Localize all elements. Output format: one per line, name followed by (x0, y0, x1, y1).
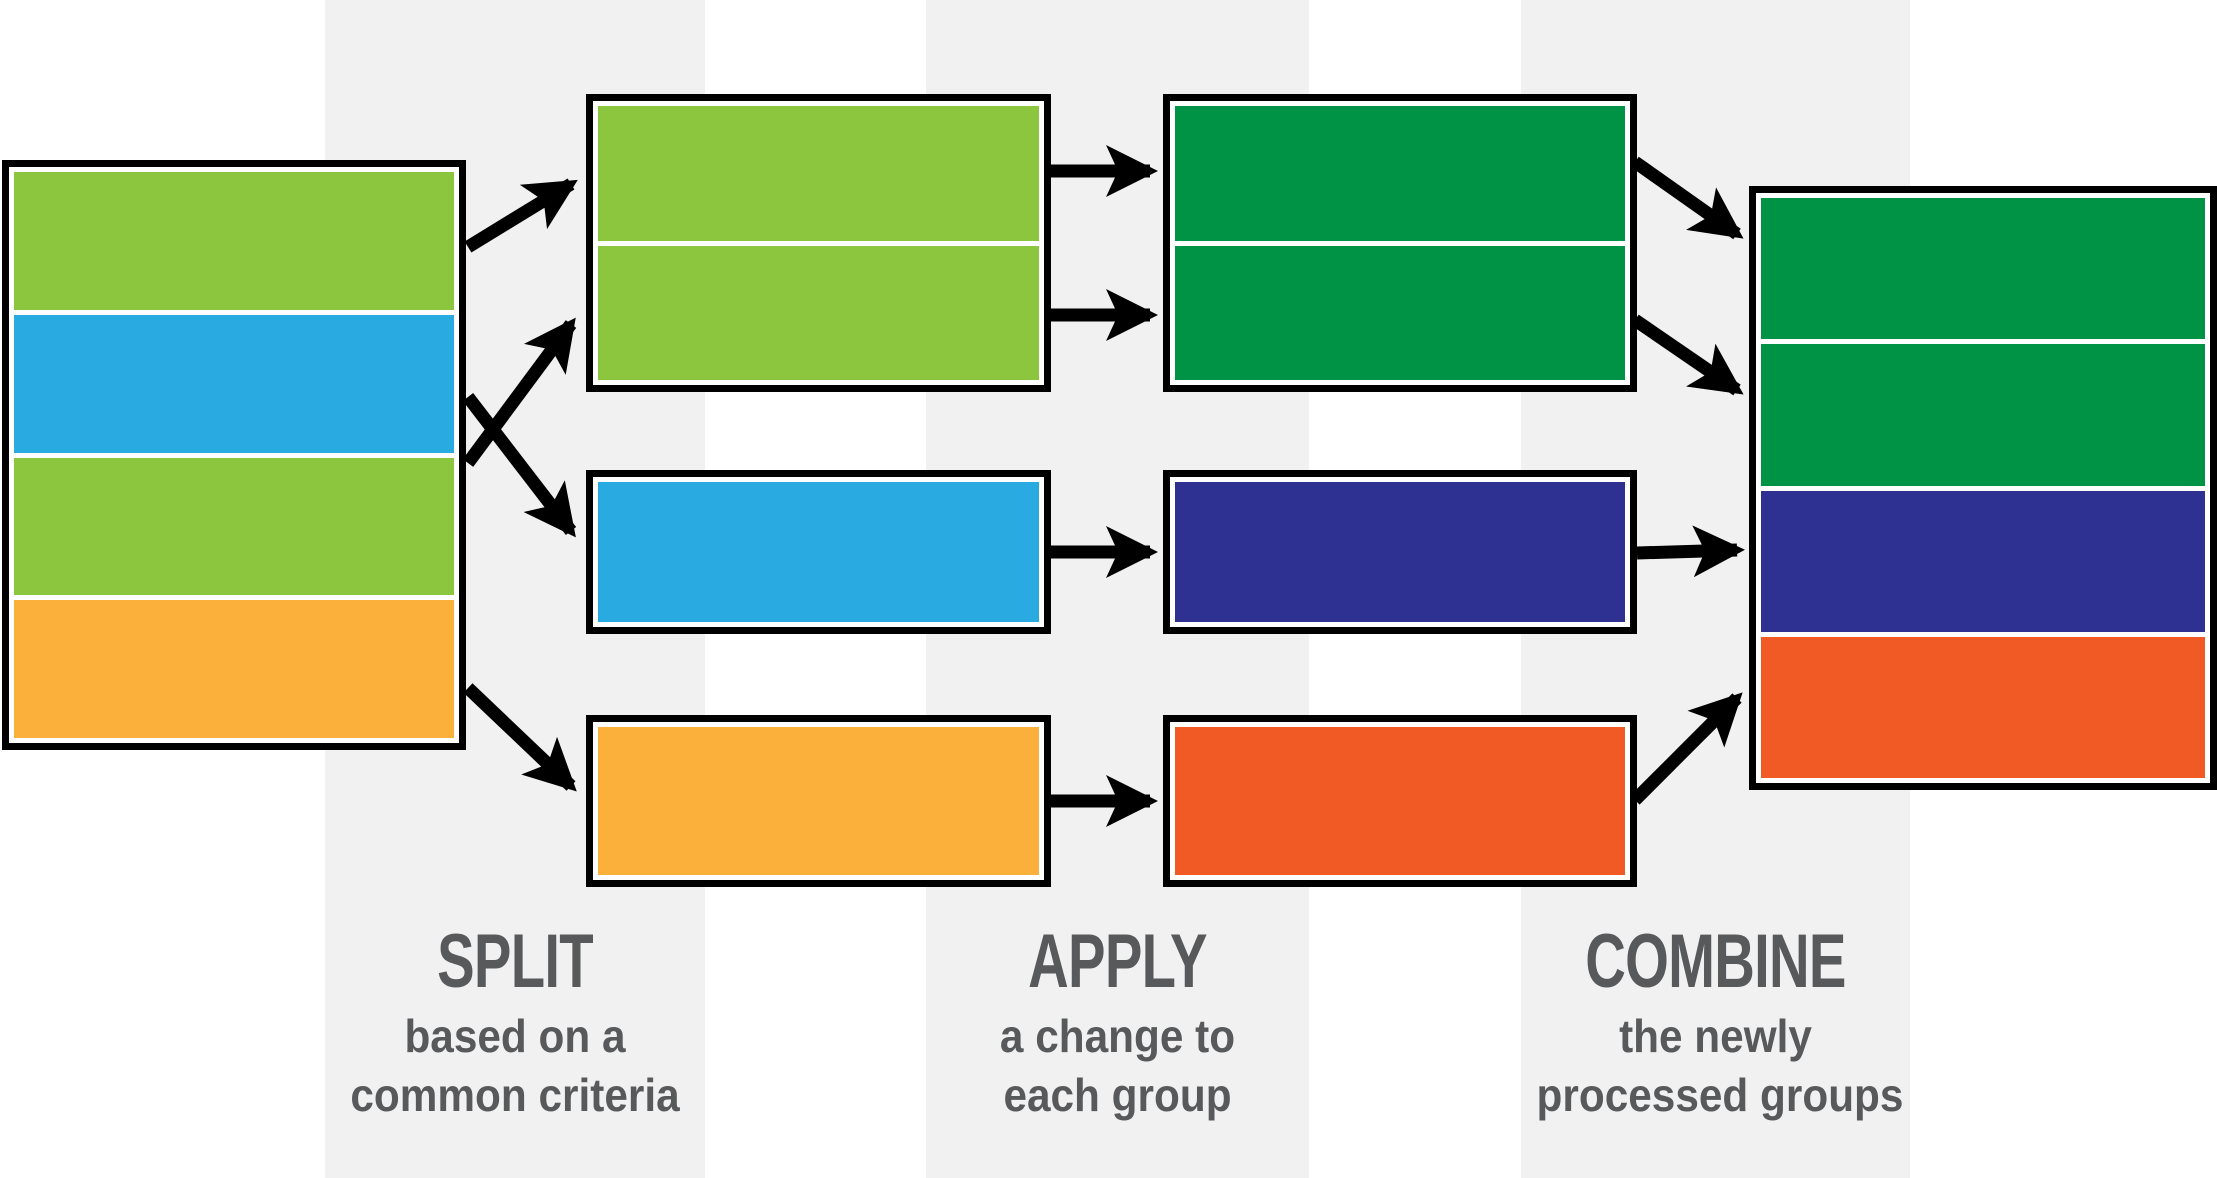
split-group-orange-box (586, 715, 1051, 887)
combine-subtitle-line2: processed groups (1536, 1069, 1904, 1121)
light-green-band (14, 172, 454, 310)
light-green-band (598, 106, 1039, 241)
split-title: SPLIT (437, 919, 593, 1004)
apply-title: APPLY (1028, 919, 1207, 1004)
stage-label-combine: COMBINE the newly processed groups (1521, 924, 1910, 1125)
combine-subtitle-line1: the newly (1619, 1010, 1812, 1062)
stage-label-apply: APPLY a change to each group (926, 924, 1309, 1125)
orange-band (14, 600, 454, 738)
split-subtitle-line1: based on a (404, 1010, 626, 1062)
orange-band (598, 727, 1039, 875)
blue-band (598, 482, 1039, 622)
red-orange-band (1761, 636, 2205, 778)
source-data-box (2, 160, 466, 750)
light-green-band (14, 457, 454, 596)
apply-group-navy-box (1163, 470, 1637, 634)
apply-subtitle-line2: each group (1003, 1069, 1232, 1121)
apply-subtitle-line1: a change to (999, 1010, 1236, 1062)
split-subtitle-line2: common criteria (350, 1069, 680, 1121)
light-green-band (598, 245, 1039, 380)
dark-green-band (1175, 245, 1625, 380)
stage-label-split: SPLIT based on a common criteria (325, 924, 705, 1125)
split-group-blue-box (586, 470, 1051, 634)
combine-title: COMBINE (1585, 919, 1846, 1004)
dark-green-band (1761, 198, 2205, 340)
dark-green-band (1761, 344, 2205, 486)
combined-result-box (1749, 186, 2217, 790)
dark-green-band (1175, 106, 1625, 241)
apply-group-red-box (1163, 715, 1637, 887)
apply-group-darkgreen-box (1163, 94, 1637, 392)
split-group-green-box (586, 94, 1051, 392)
red-orange-band (1175, 727, 1625, 875)
blue-band (14, 314, 454, 453)
navy-band (1175, 482, 1625, 622)
navy-band (1761, 490, 2205, 632)
